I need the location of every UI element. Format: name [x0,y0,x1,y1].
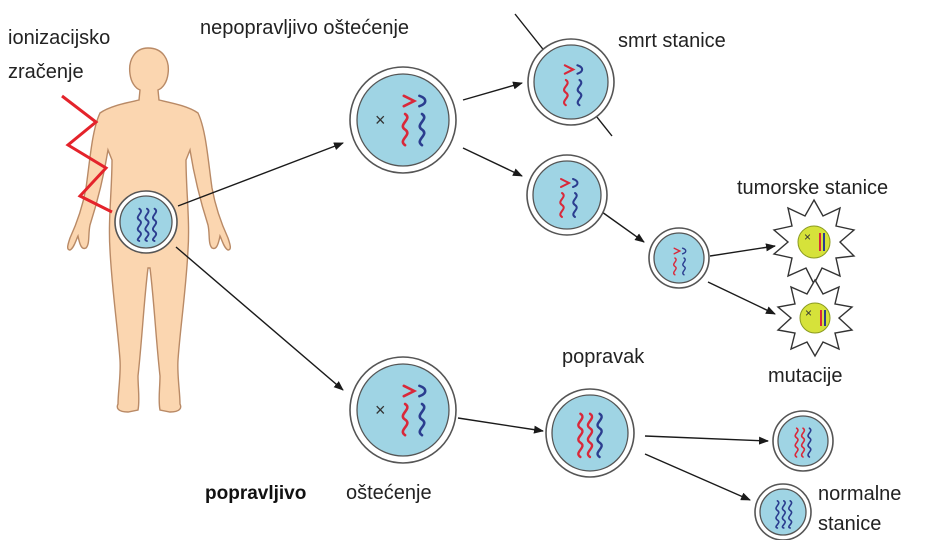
label-damage: oštećenje [346,482,432,504]
arrow-to-repairable [175,246,344,391]
arrow-to-small-cell [601,211,645,243]
label-mutations: mutacije [768,365,842,387]
svg-text:×: × [804,230,811,244]
arrow-to-irreparable [177,142,344,207]
arrow-to-damaged-survivor [462,147,523,177]
damaged-survivor-cell-icon [526,154,608,236]
label-ionizing-radiation-line1: ionizacijsko [8,27,110,49]
small-mutated-cell-icon [648,227,710,289]
svg-text:×: × [375,400,386,420]
arrow-to-tumor-cell-2 [707,281,776,315]
tumor-cell-icon-1: × [772,198,856,286]
radiation-zigzag-icon [61,94,113,214]
label-repair: popravak [562,346,645,368]
body-cell-icon [114,190,178,254]
normal-cell-icon-2 [754,483,812,540]
label-cell-death: smrt stanice [618,30,726,52]
label-repairable: popravljivo [205,483,306,504]
svg-text:×: × [375,110,386,130]
repairable-damaged-cell-icon: × [349,356,457,464]
dying-cell-icon [527,38,615,126]
label-ionizing-radiation-line2: zračenje [8,61,84,83]
label-normal-cells-line1: normalne [818,483,901,505]
arrow-to-normal-cell-2 [644,453,751,501]
repaired-cell-icon [545,388,635,478]
arrow-to-cell-death [462,81,523,101]
arrow-to-tumor-cell-1 [709,243,776,257]
label-irreparable-damage: nepopravljivo oštećenje [200,17,409,39]
label-tumor-cells: tumorske stanice [737,177,888,199]
arrow-to-normal-cell-1 [644,435,769,445]
irreparable-damaged-cell-icon: × [349,66,457,174]
arrow-to-repair [457,417,544,434]
normal-cell-icon-1 [772,410,834,472]
tumor-cell-icon-2: × [776,278,854,358]
svg-text:×: × [805,306,812,320]
label-normal-cells-line2: stanice [818,513,881,535]
